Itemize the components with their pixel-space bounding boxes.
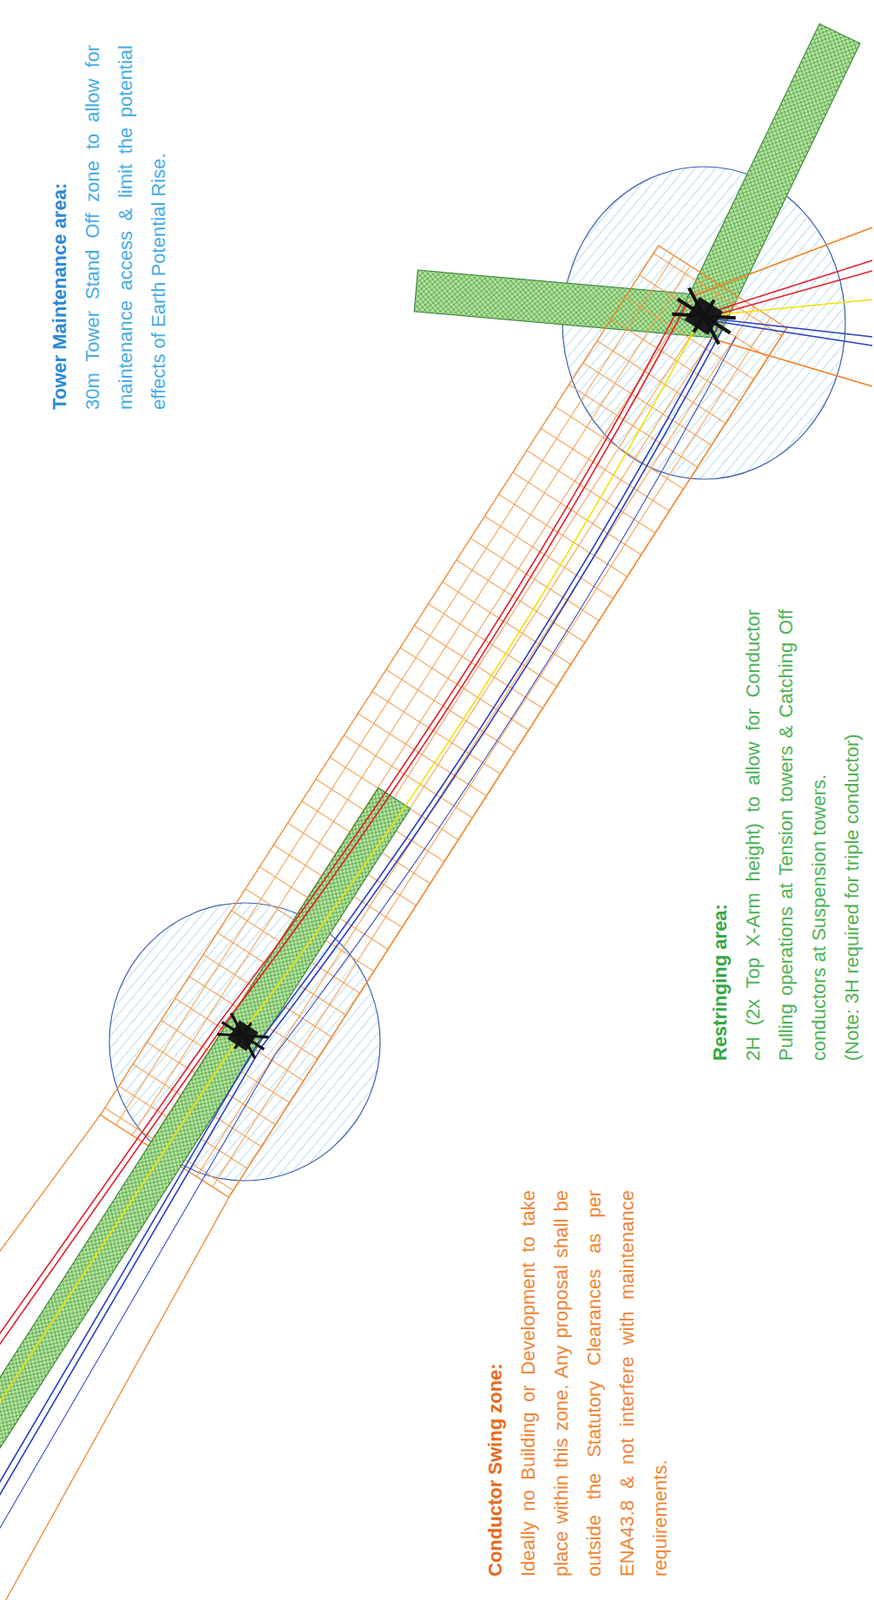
footnote: (Note: 3H required for triple conductor) <box>835 609 869 1061</box>
tension-tower <box>667 282 741 349</box>
zone-heading: Restringing area: <box>703 609 737 1061</box>
text-panel: Tower Maintenance area:30m Tower Stand O… <box>43 45 176 410</box>
zone-heading: Tower Maintenance area: <box>43 45 77 410</box>
conductors <box>0 284 763 1600</box>
zone-heading: Conductor Swing zone: <box>479 1189 513 1577</box>
restringing-strip <box>0 788 411 1600</box>
zone-description: Ideally no Building or Development to ta… <box>512 1189 677 1577</box>
suspension-tower <box>213 1009 272 1063</box>
zone-description: 30m Tower Stand Off zone to allow for ma… <box>76 45 176 410</box>
text-panel: Conductor Swing zone:Ideally no Building… <box>479 1189 677 1577</box>
span-corridor <box>0 225 818 1600</box>
outgoing-conductors <box>694 227 873 387</box>
text-panel: Restringing area:2H (2x Top X-Arm height… <box>703 609 869 1061</box>
zone-description: 2H (2x Top X-Arm height) to allow for Co… <box>736 609 836 1061</box>
